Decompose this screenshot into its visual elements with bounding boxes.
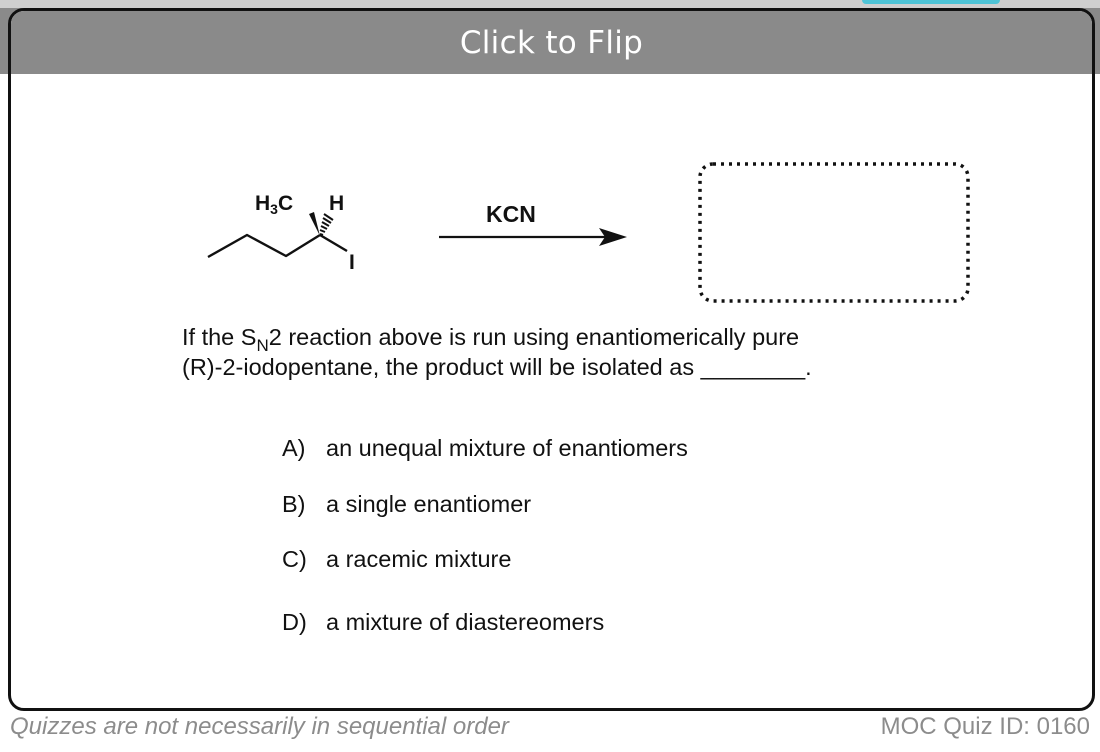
- reaction-diagram: H3C H I KCN: [207, 162, 970, 303]
- option-c-letter: C): [282, 546, 307, 572]
- question-line-2: (R)-2-iodopentane, the product will be i…: [182, 354, 812, 380]
- option-b[interactable]: B) a single enantiomer: [282, 491, 531, 518]
- top-strip: [0, 0, 1100, 8]
- question-line-1: If the SN2 reaction above is run using e…: [182, 324, 800, 355]
- product-answer-box: [698, 162, 970, 303]
- question-text: If the SN2 reaction above is run using e…: [182, 322, 942, 382]
- ch3-label: H3C: [255, 192, 293, 217]
- tab-accent: [862, 0, 1000, 4]
- h-label: H: [329, 192, 344, 215]
- reaction-arrow-head: [599, 228, 627, 246]
- option-d-letter: D): [282, 609, 307, 635]
- bond-to-iodine: [319, 233, 348, 253]
- quiz-id: MOC Quiz ID: 0160: [880, 713, 1090, 740]
- reaction-scheme: H3C H I KCN If the SN2 reaction above is…: [11, 11, 1092, 708]
- option-d-text: a mixture of diastereomers: [326, 609, 605, 635]
- iodine-label: I: [349, 251, 355, 274]
- option-b-text: a single enantiomer: [326, 491, 532, 517]
- carbon-chain: [207, 233, 321, 259]
- option-c-text: a racemic mixture: [326, 546, 512, 572]
- option-a-letter: A): [282, 435, 306, 461]
- flashcard[interactable]: Click to Flip H3C: [8, 8, 1095, 711]
- flip-header-button[interactable]: Click to Flip: [11, 11, 1092, 74]
- option-d[interactable]: D) a mixture of diastereomers: [282, 609, 604, 636]
- wedge-bond: [309, 212, 320, 236]
- flip-label: Click to Flip: [459, 24, 644, 61]
- option-a[interactable]: A) an unequal mixture of enantiomers: [282, 435, 688, 462]
- hashed-bond: [319, 213, 334, 236]
- option-c[interactable]: C) a racemic mixture: [282, 546, 511, 573]
- option-a-text: an unequal mixture of enantiomers: [326, 435, 688, 461]
- footer-disclaimer: Quizzes are not necessarily in sequentia…: [10, 713, 509, 740]
- option-b-letter: B): [282, 491, 306, 517]
- reagent-label: KCN: [486, 201, 536, 227]
